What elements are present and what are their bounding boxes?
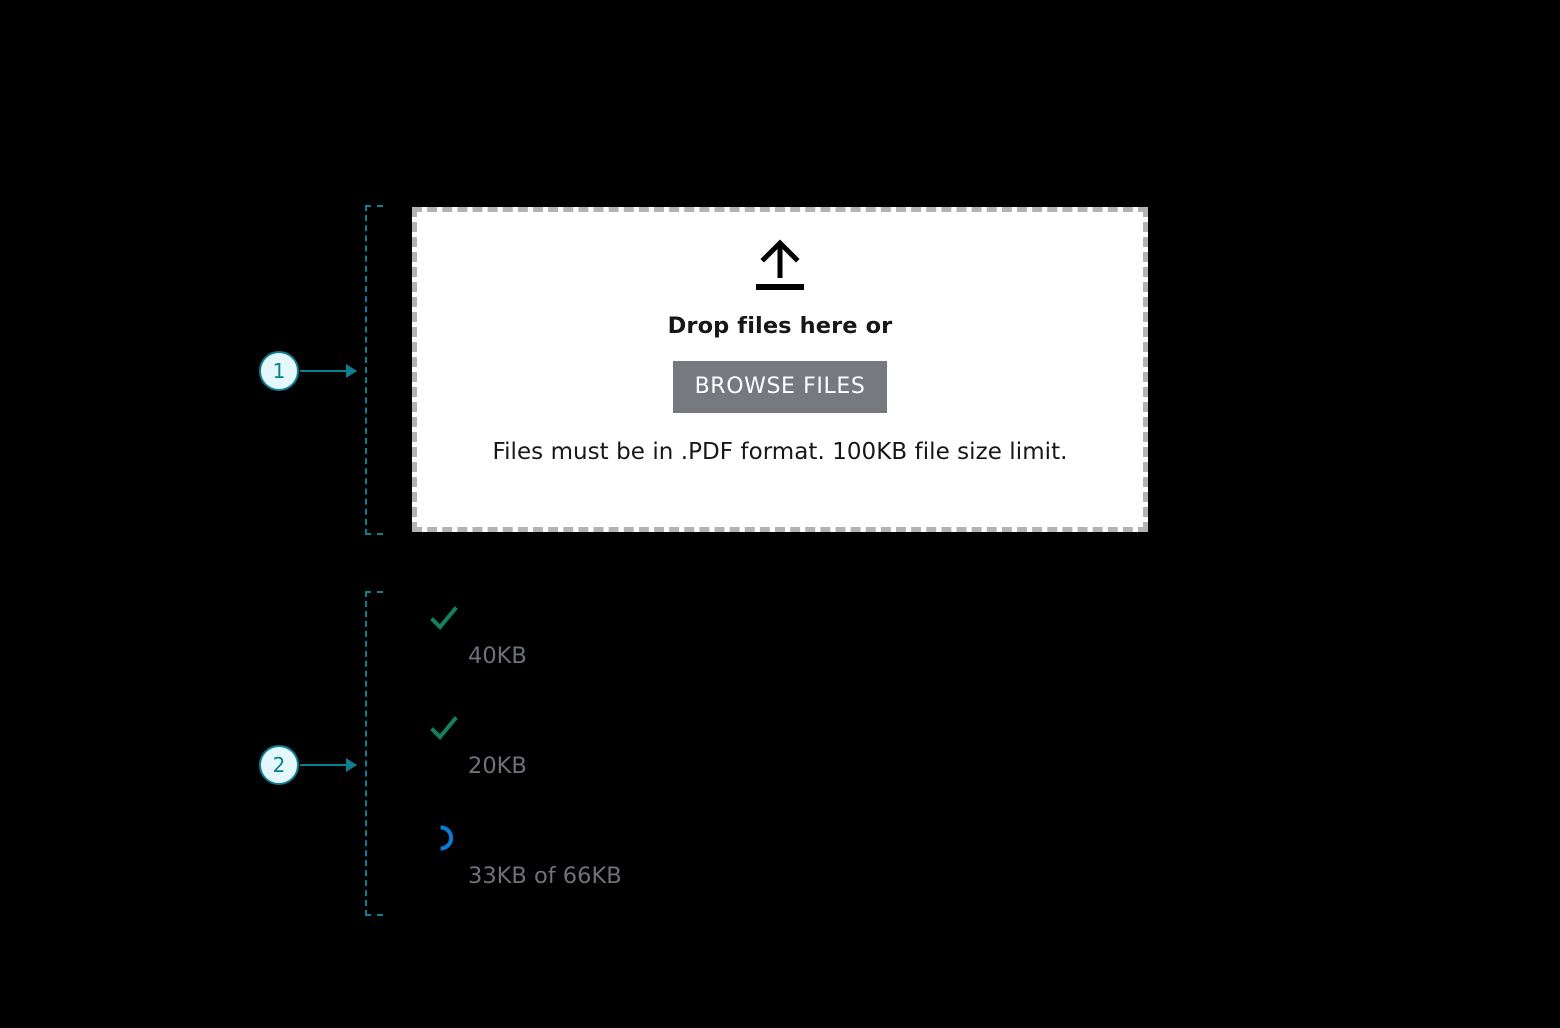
upload-dropzone[interactable]: Drop files here or BROWSE FILES Files mu… [412, 207, 1148, 532]
file-list-item[interactable]: 20KB [412, 705, 1148, 815]
annotation-arrow-1 [300, 369, 356, 372]
file-size: 20KB [468, 753, 527, 779]
dropzone-title: Drop files here or [667, 313, 893, 339]
file-list-item[interactable]: 33KB of 66KB [412, 815, 1148, 925]
check-icon [430, 606, 458, 630]
annotation-marker-2: 2 [259, 745, 299, 785]
annotation-marker-1-label: 1 [272, 359, 286, 383]
annotation-marker-2-label: 2 [272, 753, 286, 777]
uploaded-files-list: 40KB 20KB 33KB of 66KB [412, 595, 1148, 925]
check-icon [430, 716, 458, 740]
annotation-bracket-2 [365, 591, 383, 916]
annotation-bracket-1 [365, 205, 383, 535]
browse-files-button[interactable]: BROWSE FILES [672, 361, 888, 413]
annotation-marker-1: 1 [259, 351, 299, 391]
file-upload-progress: 33KB of 66KB [468, 863, 622, 889]
file-list-item[interactable]: 40KB [412, 595, 1148, 705]
annotation-arrow-2 [300, 763, 356, 766]
dropzone-hint-text: Files must be in .PDF format. 100KB file… [492, 439, 1068, 465]
upload-arrow-icon [756, 239, 804, 290]
spinner-icon [440, 825, 454, 851]
file-size: 40KB [468, 643, 527, 669]
